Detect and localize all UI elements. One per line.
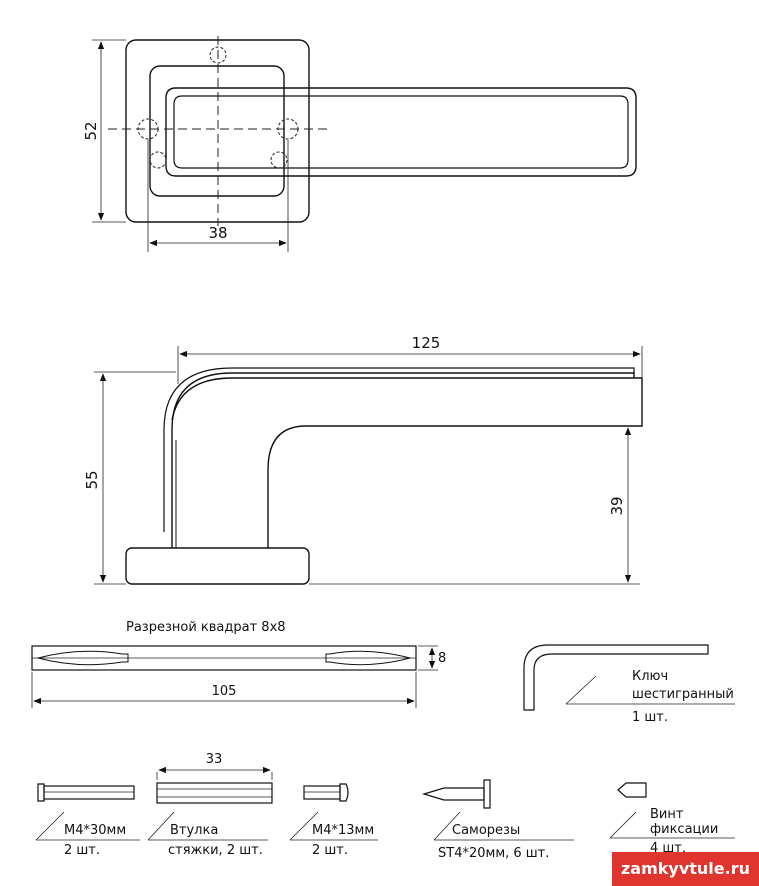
hole-bottom-left xyxy=(149,151,167,169)
spindle-slot-right xyxy=(325,650,412,666)
lever-cap-edge xyxy=(163,367,635,532)
sleeve-body xyxy=(156,782,273,804)
split-spindle: Разрезной квадрат 8х8 8 105 xyxy=(31,620,446,708)
dimension-label-38: 38 xyxy=(208,224,227,242)
sleeve: 33 Втулка стяжки, 2 шт. xyxy=(147,752,273,858)
hex-key-name-1: Ключ xyxy=(632,669,668,684)
watermark-badge: zamkyvtule.ru xyxy=(612,852,759,886)
lever-body-side xyxy=(171,377,643,548)
sleeve-name-2: стяжки, 2 шт. xyxy=(168,843,263,858)
screw-m4x13-qty: 2 шт. xyxy=(312,843,348,858)
sleeve-name-1: Втулка xyxy=(170,823,218,838)
set-screw-name-2: фиксации xyxy=(650,822,718,837)
dimension-label-33: 33 xyxy=(206,752,223,767)
top-view: 52 38 xyxy=(82,36,637,252)
dimension-label-52: 52 xyxy=(82,121,100,140)
lever-outline-outer xyxy=(165,87,637,177)
hole-left xyxy=(137,118,159,140)
screw-m4x30: М4*30мм 2 шт. xyxy=(35,783,140,858)
screw-m4x13-name: М4*13мм xyxy=(312,823,374,838)
hex-key-qty: 1 шт. xyxy=(632,710,668,725)
self-tapping-name: Саморезы xyxy=(452,823,520,838)
hole-bottom-right xyxy=(270,151,288,169)
dimension-label-55: 55 xyxy=(83,470,101,489)
rosette-inner xyxy=(149,65,285,197)
side-view: 125 55 39 xyxy=(83,334,643,585)
self-tapping-screw: Саморезы ST4*20мм, 6 шт. xyxy=(421,779,574,861)
screw-m4x30-qty: 2 шт. xyxy=(64,843,100,858)
spindle-title: Разрезной квадрат 8х8 xyxy=(126,620,286,635)
dimension-label-8: 8 xyxy=(438,651,446,666)
hole-top xyxy=(209,46,227,64)
rosette-side xyxy=(125,547,310,585)
hole-right xyxy=(277,118,299,140)
hex-key-name-2: шестигранный xyxy=(632,687,734,702)
set-screw-name-1: Винт xyxy=(650,807,684,822)
hex-key: Ключ шестигранный 1 шт. xyxy=(523,644,735,725)
screw-m4x30-name: М4*30мм xyxy=(64,823,126,838)
screw-m4x13: М4*13мм 2 шт. xyxy=(289,783,378,858)
dimension-label-125: 125 xyxy=(412,334,441,352)
lever-outline-inner xyxy=(173,95,629,169)
set-screw: Винт фиксации 4 шт. xyxy=(609,782,735,856)
hex-key-shape xyxy=(523,644,709,711)
dimension-label-39: 39 xyxy=(608,496,626,515)
spindle-slot-left xyxy=(36,650,129,666)
self-tapping-qty: ST4*20мм, 6 шт. xyxy=(438,846,549,861)
dimension-label-105: 105 xyxy=(212,684,237,699)
lever-top-edge xyxy=(171,372,635,548)
